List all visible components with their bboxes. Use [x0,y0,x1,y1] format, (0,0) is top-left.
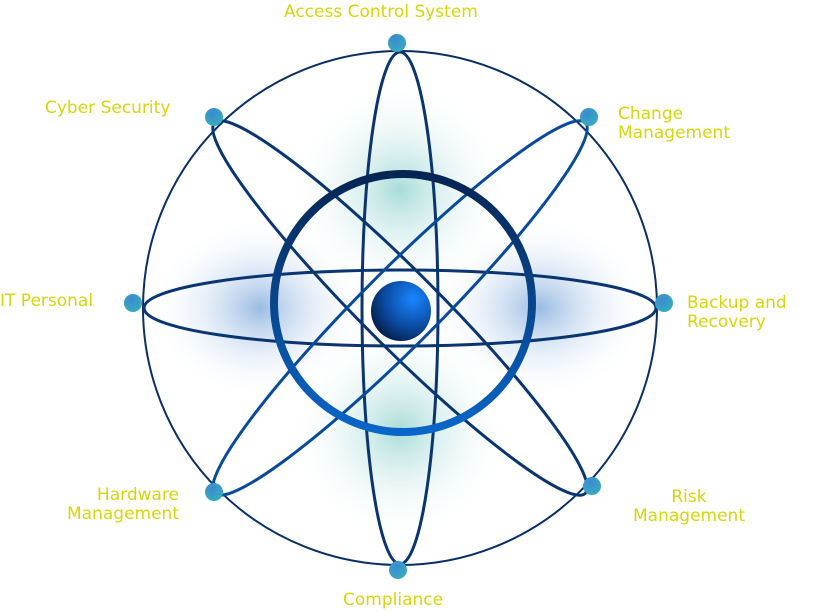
label-line: Recovery [687,312,766,332]
inner-ring [270,170,536,436]
label-line: Risk [671,487,707,507]
label-backup-recovery: Backup and Recovery [687,294,787,332]
node-dot-cyber [205,108,223,126]
node-dot-change [580,108,598,126]
label-hardware-management: Hardware Management [66,486,179,524]
label-line: Backup and [687,293,787,313]
label-access-control: Access Control System [284,2,478,22]
node-dot-backup [655,294,673,312]
glow-top [290,80,510,300]
label-line: Management [67,504,179,524]
node-dot-risk [583,477,601,495]
glow-background [150,80,650,540]
node-dot-it [124,294,142,312]
label-change-management: Change Management [618,105,730,143]
label-risk-management: Risk Management [633,488,745,526]
label-line: Management [618,123,730,143]
nucleus-sphere [371,281,431,341]
node-dot-compliance [389,561,407,579]
label-cyber-security: Cyber Security [45,98,171,118]
label-line: Management [633,506,745,526]
label-it-personal: IT Personal [0,291,94,311]
label-compliance: Compliance [343,590,444,610]
label-line: Change [618,104,684,124]
node-dot-access [388,34,406,52]
glow-right [430,218,650,398]
node-dot-hardware [205,483,223,501]
label-line: Hardware [96,485,179,505]
glow-left [150,218,370,398]
